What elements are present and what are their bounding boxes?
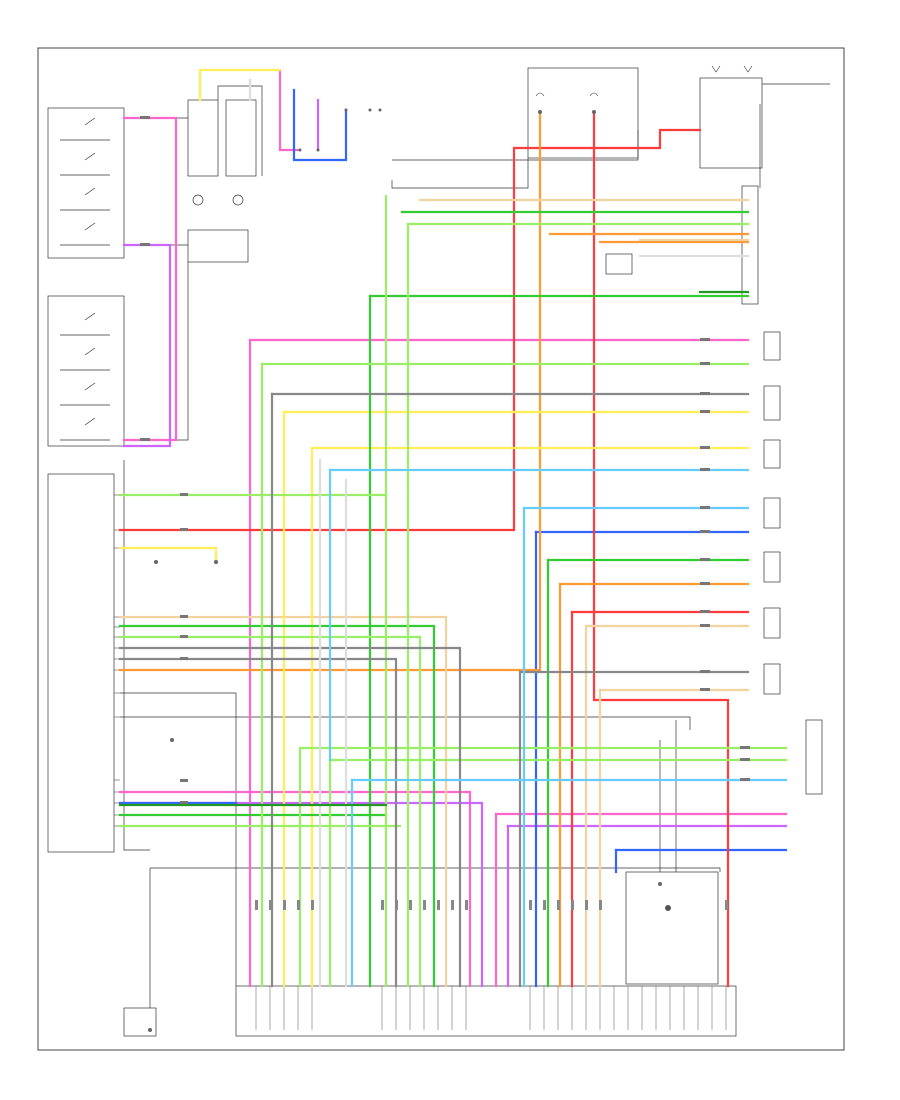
wires-gray xyxy=(118,392,750,988)
mid-left-module xyxy=(187,229,249,263)
wires-green xyxy=(118,210,750,988)
switch-stack-upper xyxy=(47,107,125,259)
switch-stack-lower xyxy=(47,295,125,447)
wire-callout-marks xyxy=(140,116,750,804)
wires-yellow xyxy=(118,68,750,988)
fuse-a xyxy=(192,194,204,206)
wires-orange xyxy=(118,110,750,988)
top-module-b xyxy=(225,99,257,177)
wires-cyan xyxy=(328,468,788,988)
wires-pink xyxy=(118,68,788,988)
wires-black xyxy=(120,83,830,1008)
wires-light-green xyxy=(118,194,788,988)
bottom-module-pins xyxy=(255,986,727,1030)
right-components xyxy=(763,331,823,795)
wires-red xyxy=(118,110,750,988)
top-right-splice xyxy=(527,67,639,159)
diagram-frame xyxy=(37,47,845,1051)
fuse-b xyxy=(232,194,244,206)
left-module-pin-ticks xyxy=(114,494,120,827)
left-control-module xyxy=(47,473,115,853)
radio-module xyxy=(699,77,763,169)
small-relay xyxy=(605,253,633,275)
wires-tan xyxy=(118,198,750,988)
wires-white xyxy=(248,78,750,988)
bottom-main-module xyxy=(235,985,737,1037)
top-module-a xyxy=(187,99,219,177)
switch-contacts-upper xyxy=(60,117,110,246)
right-connector-block xyxy=(741,185,759,305)
wires-dark-green xyxy=(118,290,750,807)
switch-contacts-lower xyxy=(60,312,110,441)
splice-fuses xyxy=(535,65,753,97)
bottom-left-switch xyxy=(123,1007,157,1037)
bottom-inner-module xyxy=(625,871,719,985)
terminal-markers xyxy=(148,108,671,1032)
bottom-pin-labels xyxy=(255,900,728,910)
